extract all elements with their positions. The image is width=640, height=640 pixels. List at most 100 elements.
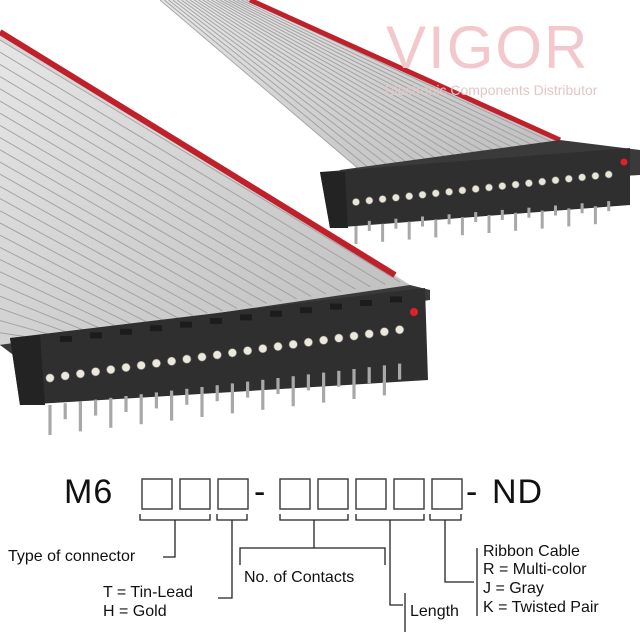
- front-contact: [75, 369, 85, 379]
- part-separator-1: -: [254, 473, 267, 511]
- back-contact: [511, 180, 520, 189]
- front-pin: [185, 388, 189, 405]
- front-contact: [121, 362, 131, 372]
- back-pin: [554, 205, 557, 216]
- back-contact: [445, 187, 453, 196]
- back-cable-wire: [224, 0, 504, 150]
- front-pin: [382, 365, 386, 396]
- back-contact: [498, 182, 507, 190]
- back-pin: [421, 216, 424, 227]
- front-pin: [322, 372, 326, 403]
- front-contact: [334, 333, 344, 343]
- front-contact: [349, 331, 359, 341]
- front-cable-wire: [0, 100, 327, 295]
- front-cable-wire: [0, 161, 253, 307]
- back-contact: [471, 185, 480, 193]
- front-contact: [379, 327, 389, 337]
- front-pin: [230, 383, 234, 414]
- back-pin: [381, 223, 385, 242]
- back-cable-wire: [241, 0, 542, 144]
- part-suffix: ND: [492, 473, 544, 511]
- back-cable-wire: [202, 0, 456, 157]
- back-cable-wire: [172, 0, 389, 167]
- back-pin: [580, 203, 584, 214]
- front-contact: [91, 367, 101, 377]
- front-slot: [180, 321, 192, 328]
- back-contact: [485, 183, 493, 192]
- front-contact: [319, 335, 329, 345]
- label-type-of-connector: Type of connector: [8, 548, 136, 565]
- front-connector: [0, 285, 430, 435]
- back-pin: [540, 210, 544, 229]
- back-connector: [320, 140, 640, 244]
- back-contact: [591, 171, 600, 180]
- front-cable-wire: [0, 222, 179, 319]
- front-slot: [210, 318, 222, 324]
- front-contact: [303, 337, 313, 347]
- front-cable-wire: [0, 271, 120, 329]
- back-pin: [367, 220, 371, 231]
- label-no-of-contacts: No. of Contacts: [244, 569, 355, 586]
- back-contact: [391, 193, 400, 202]
- back-cable-wire: [176, 0, 399, 165]
- front-pin: [48, 405, 52, 435]
- plating-box: [179, 478, 211, 510]
- front-pin: [139, 394, 143, 425]
- front-contact: [364, 329, 374, 339]
- back-contact: [458, 186, 467, 195]
- front-cable-wire: [0, 124, 297, 300]
- front-slot: [240, 314, 252, 321]
- front-cable-wire: [0, 39, 401, 283]
- front-pin: [337, 370, 341, 387]
- front-contact: [212, 350, 222, 360]
- back-pin: [354, 226, 358, 244]
- back-contact: [365, 196, 374, 205]
- length-box-3: [393, 478, 425, 510]
- label-ribbon-k: K = Twisted Pair: [483, 599, 599, 616]
- back-pin: [567, 208, 571, 227]
- front-contact: [273, 341, 283, 351]
- back-cable-wire: [198, 0, 446, 158]
- back-contact: [431, 189, 440, 198]
- front-slot: [150, 325, 162, 332]
- front-slot: [330, 303, 342, 310]
- front-pin: [78, 401, 82, 432]
- front-contact: [45, 373, 55, 383]
- back-pin: [474, 212, 478, 223]
- label-ribbon-r: R = Multi-color: [483, 561, 587, 578]
- connector-type-box: [141, 478, 173, 510]
- front-contact: [258, 344, 268, 354]
- back-contact: [418, 190, 427, 199]
- back-contact: [551, 176, 560, 185]
- front-pin: [94, 399, 98, 416]
- front-contact: [227, 348, 237, 358]
- front-slot: [270, 310, 282, 317]
- front-contact: [395, 325, 405, 335]
- back-contact: [405, 192, 414, 201]
- front-pin1-marker: [410, 308, 418, 316]
- label-length: Length: [410, 603, 459, 620]
- back-cable-wire: [185, 0, 418, 162]
- front-contact: [136, 360, 146, 370]
- front-pin: [261, 379, 265, 410]
- front-slot: [120, 328, 132, 335]
- front-cable-wire: [0, 198, 208, 314]
- front-cable-wire: [0, 76, 356, 290]
- front-pin: [306, 374, 310, 391]
- part-separator-2: -: [466, 473, 479, 511]
- back-contact: [604, 170, 613, 179]
- back-pin: [434, 219, 438, 238]
- front-cable-wire: [0, 173, 238, 309]
- back-pin1-marker: [620, 158, 628, 166]
- front-pin: [154, 392, 158, 409]
- back-cable-wire: [215, 0, 485, 152]
- front-contact: [60, 371, 70, 381]
- front-contact: [288, 339, 298, 349]
- back-pin: [607, 201, 611, 212]
- front-pin: [170, 390, 174, 421]
- front-contact: [182, 354, 192, 364]
- back-cable-wire: [163, 0, 370, 169]
- part-number-boxes: [141, 478, 463, 510]
- back-pin: [500, 209, 504, 220]
- front-cable-wire: [0, 283, 105, 331]
